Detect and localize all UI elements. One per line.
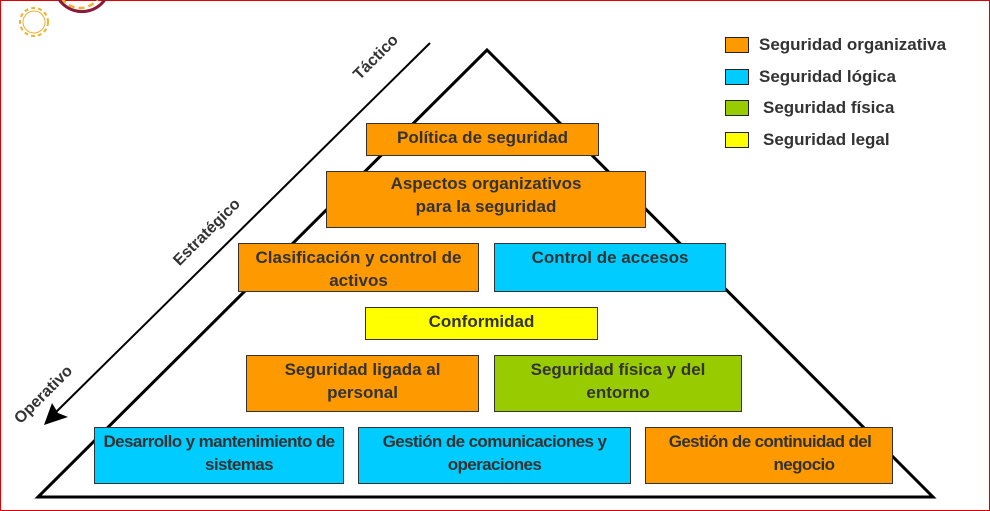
legend-item-logica: Seguridad lógica [725,67,896,87]
legend-label: Seguridad lógica [759,67,896,86]
legend-swatch [725,37,749,53]
legend-swatch [725,132,749,148]
box-aspectos-organizativos: Aspectos organizativos para la seguridad [326,171,646,228]
box-seguridad-ligada-personal: Seguridad ligada al personal [246,355,479,412]
box-desarrollo-mantenimiento: Desarrollo y mantenimiento de sistemas [94,427,344,484]
legend-swatch [725,69,749,85]
level-axis-line [51,42,431,417]
box-gestion-continuidad: Gestión de continuidad del negocio [645,427,893,484]
arrow-down-left-icon [44,403,68,425]
box-seguridad-fisica-entorno: Seguridad física y del entorno [494,355,742,412]
legend-label: Seguridad física [763,98,895,117]
legend-swatch [725,100,749,116]
box-clasificacion-control-activos: Clasificación y control de activos [238,243,479,292]
box-gestion-comunicaciones: Gestión de comunicaciones y operaciones [358,427,631,484]
gears-logo-icon [19,0,107,37]
legend-label: Seguridad organizativa [759,35,947,54]
legend-label: Seguridad legal [763,130,890,149]
box-politica-de-seguridad: Política de seguridad [366,123,599,156]
box-control-de-accesos: Control de accesos [494,243,726,292]
box-conformidad: Conformidad [365,307,598,340]
legend-item-fisica: Seguridad física [725,98,894,118]
legend-item-organizativa: Seguridad organizativa [725,35,946,55]
legend-item-legal: Seguridad legal [725,130,890,150]
